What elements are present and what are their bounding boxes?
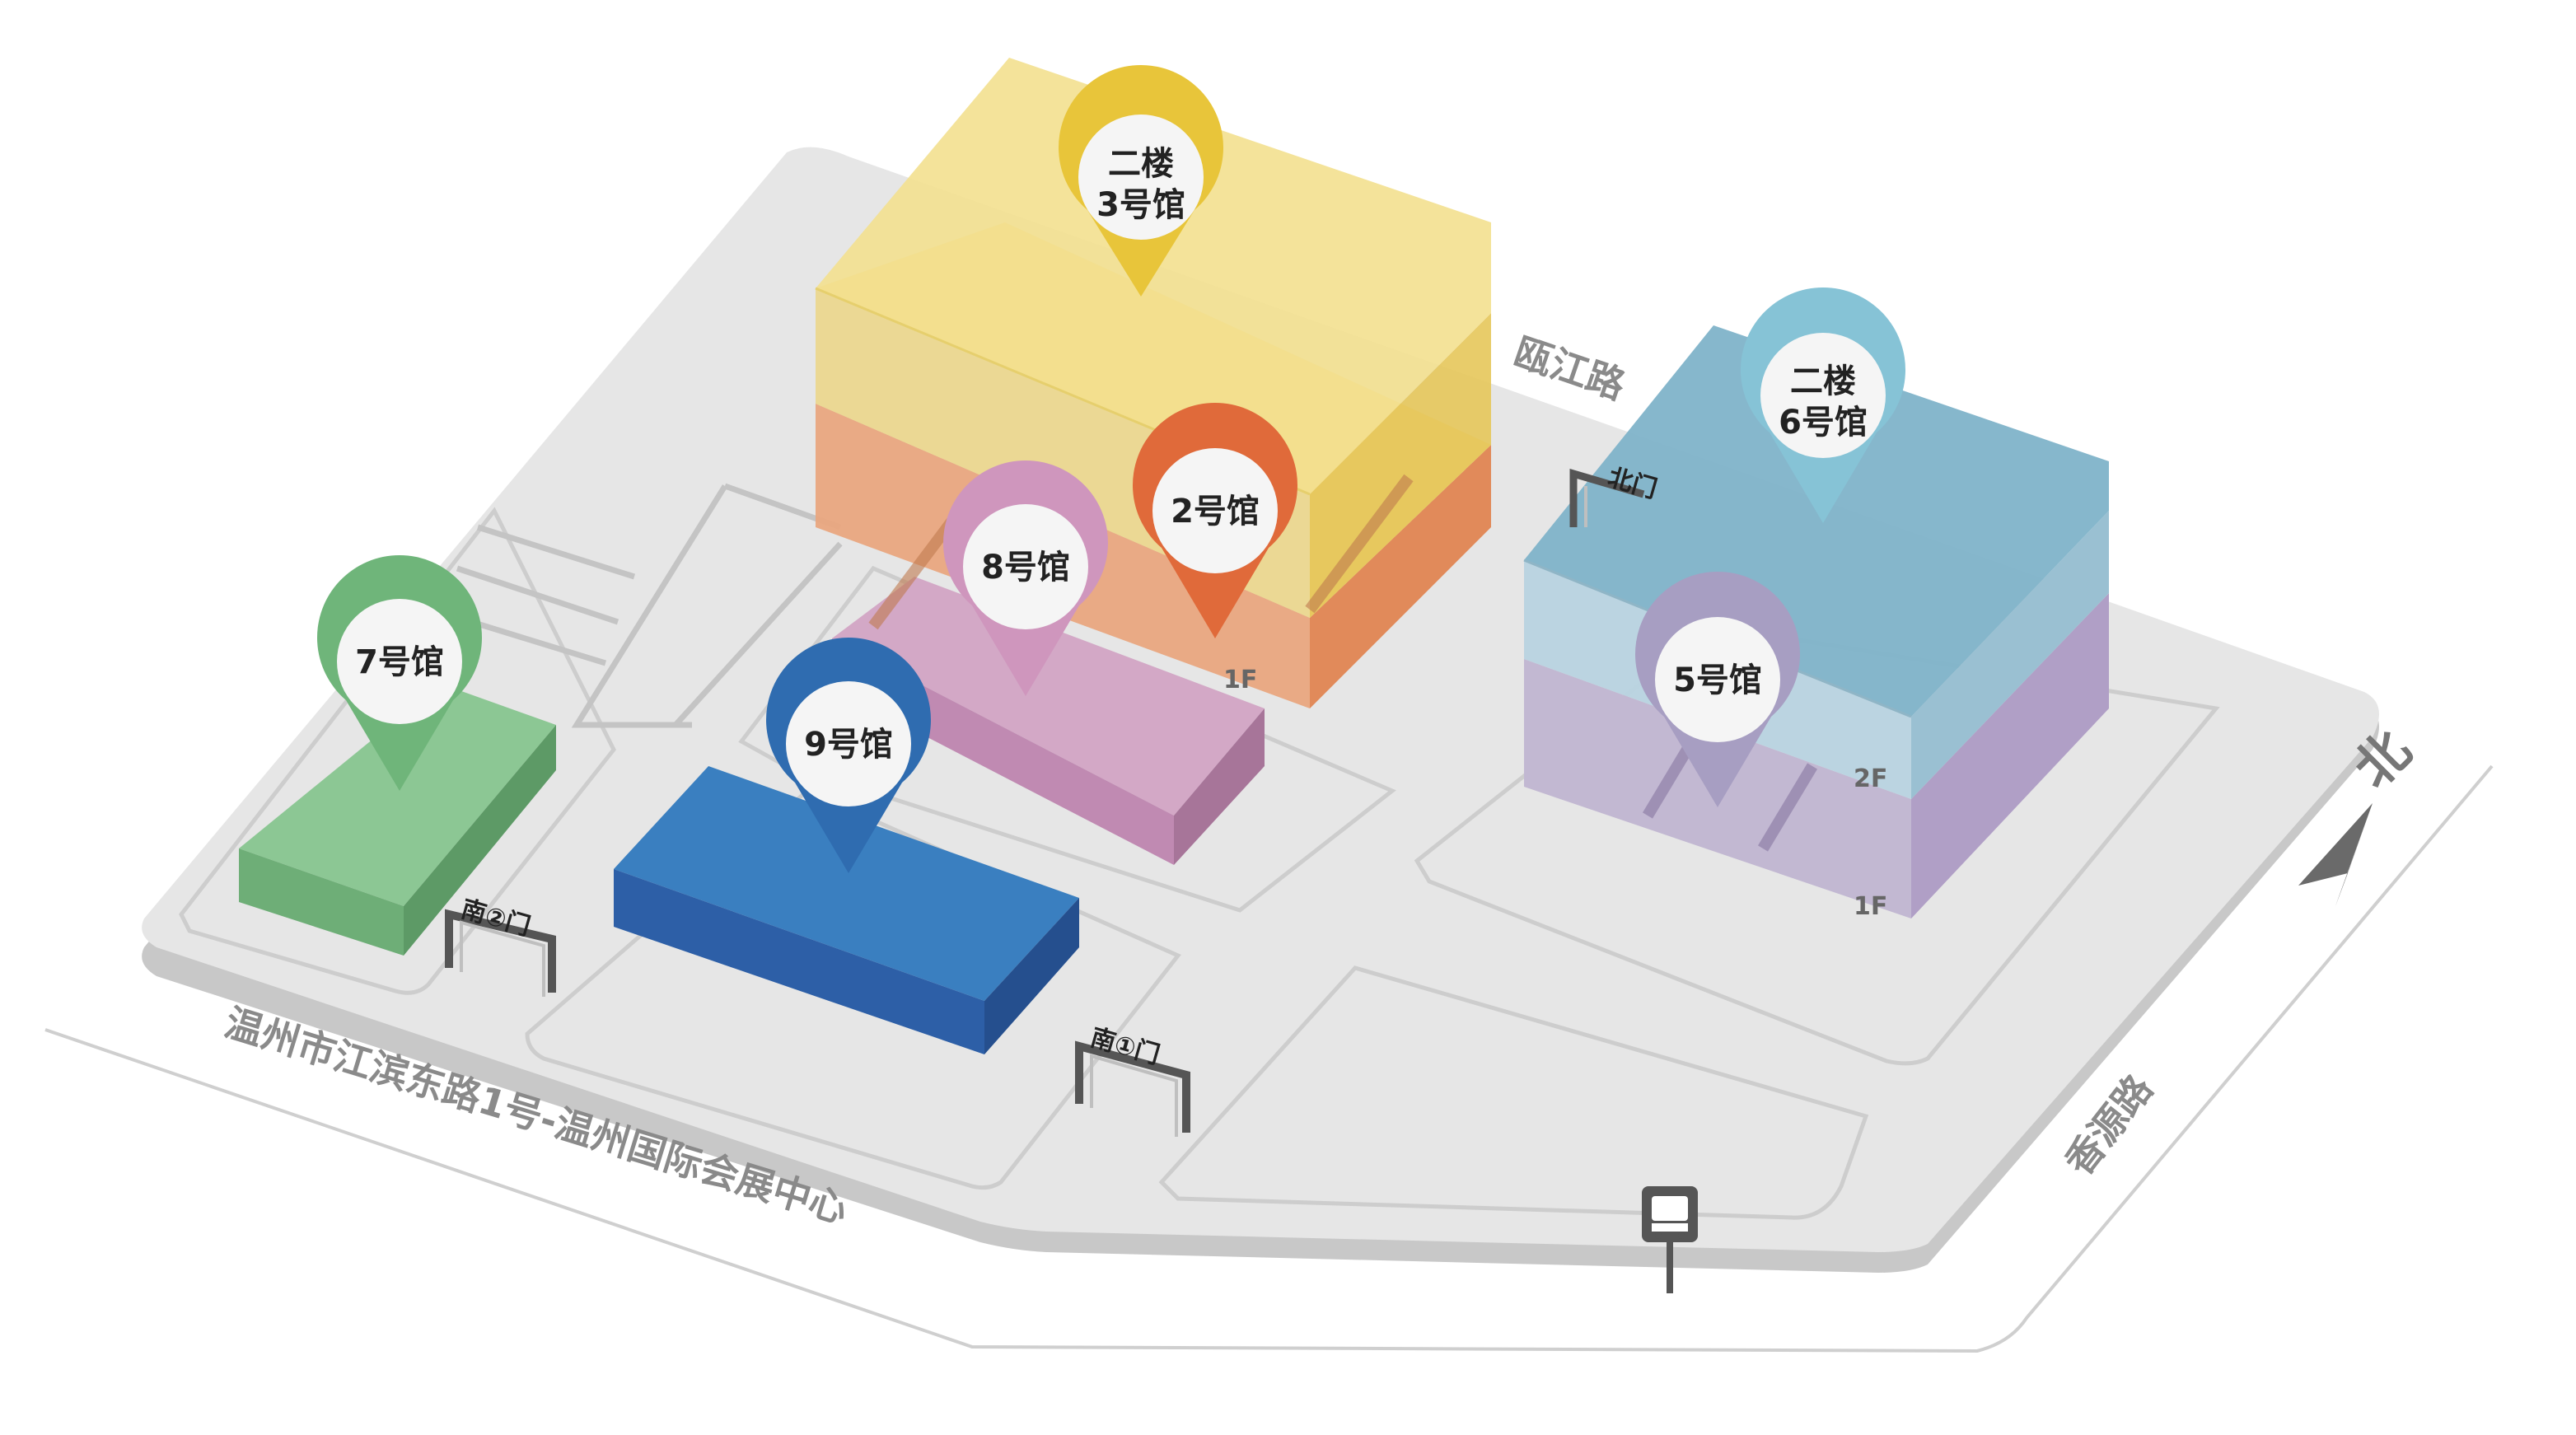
pad-southeast <box>1158 965 1869 1220</box>
hall-7-pin[interactable]: 7号馆 <box>316 555 482 791</box>
hall-6-pin-line2: 6号馆 <box>1779 404 1868 442</box>
ramp-structure <box>443 483 843 728</box>
hall-7-pin-label: 7号馆 <box>355 643 444 681</box>
hall-8-pin[interactable]: 8号馆 <box>943 460 1109 696</box>
hall-3-pin-line2: 3号馆 <box>1096 186 1185 224</box>
hall-3-pin-line1: 二楼 <box>1108 145 1174 183</box>
hall-6-pin-line1: 二楼 <box>1790 362 1856 400</box>
floor-label-hall2-1f: 1F <box>1223 666 1257 694</box>
hall-7-building <box>239 684 556 956</box>
floor-label-hall5-2f: 2F <box>1854 764 1887 793</box>
hall-2-pin-label: 2号馆 <box>1171 493 1260 531</box>
hall-5-pin[interactable]: 5号馆 <box>1634 572 1800 807</box>
floor-label-hall5-1f: 1F <box>1854 892 1887 921</box>
hall-6-pin[interactable]: 二楼 6号馆 <box>1740 287 1905 523</box>
hall-9-building <box>614 766 1079 1054</box>
bus-stop-icon[interactable] <box>1642 1186 1698 1293</box>
hall-9-pin-label: 9号馆 <box>804 726 893 764</box>
hall-3-pin[interactable]: 二楼 3号馆 <box>1059 65 1223 297</box>
hall-9-pin[interactable]: 9号馆 <box>765 638 931 873</box>
hall-5-pin-label: 5号馆 <box>1673 661 1762 699</box>
hall-8-pin-label: 8号馆 <box>981 549 1070 587</box>
hall-2-pin[interactable]: 2号馆 <box>1133 403 1297 638</box>
outer-road-outline <box>44 764 2494 1353</box>
